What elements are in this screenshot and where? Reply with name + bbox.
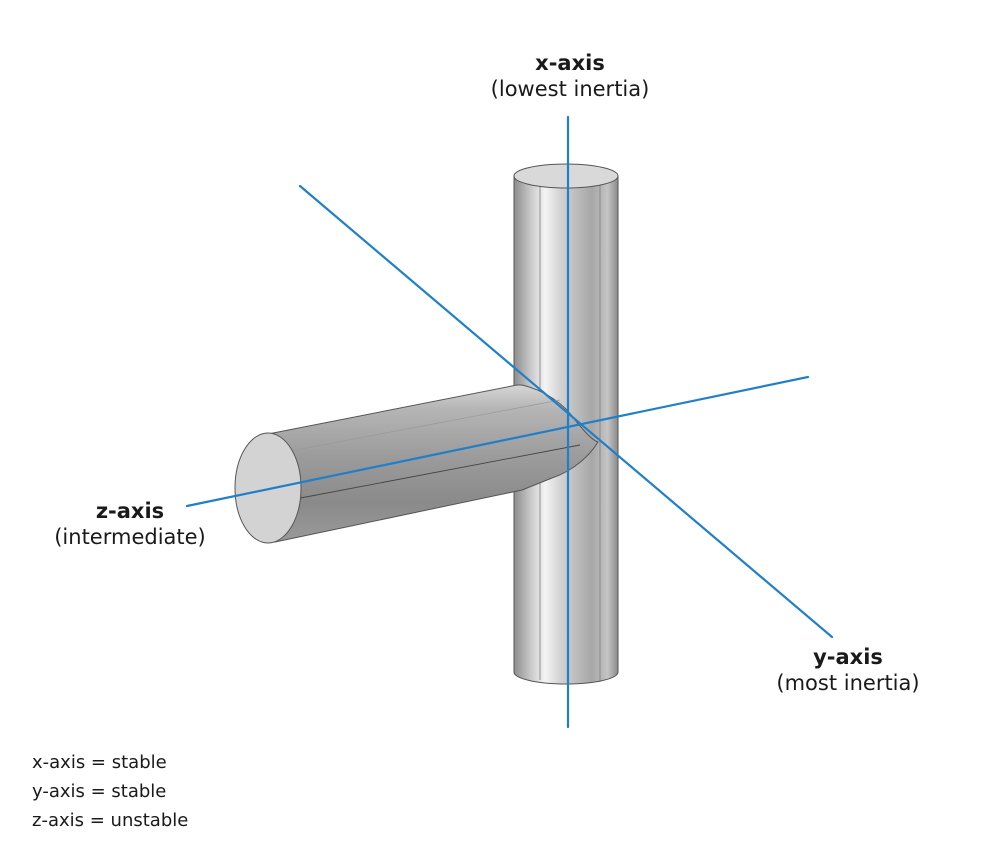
y-axis-label: y-axis (most inertia) xyxy=(738,644,958,697)
y-axis-description: (most inertia) xyxy=(776,671,920,696)
legend-item: x-axis = stable xyxy=(32,752,167,773)
y-axis-name: y-axis xyxy=(813,645,883,669)
y-axis-line xyxy=(298,184,834,639)
stability-legend: x-axis = stable y-axis = stable z-axis =… xyxy=(32,748,188,835)
x-axis-description: (lowest inertia) xyxy=(490,77,650,102)
x-axis-label: x-axis (lowest inertia) xyxy=(460,50,680,103)
horizontal-cylinder-end-cap xyxy=(234,432,302,544)
legend-item: y-axis = stable xyxy=(32,781,167,802)
z-axis-label: z-axis (intermediate) xyxy=(20,498,240,551)
legend-item: z-axis = unstable xyxy=(32,810,189,831)
horizontal-cylinder xyxy=(234,384,599,544)
vertical-cylinder-top-cap xyxy=(513,163,619,189)
axes xyxy=(185,115,834,729)
z-axis-name: z-axis xyxy=(95,499,165,523)
x-axis-name: x-axis xyxy=(535,51,605,75)
z-axis-line xyxy=(185,375,810,508)
z-axis-description: (intermediate) xyxy=(54,525,206,550)
